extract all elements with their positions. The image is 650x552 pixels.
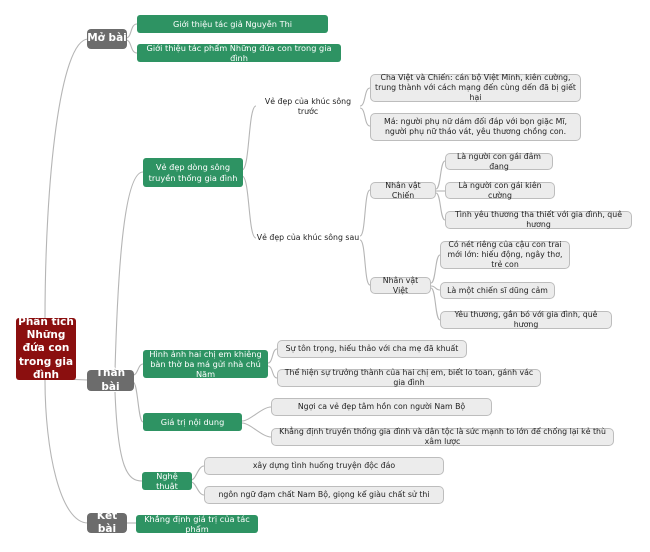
truoc-item-ma[interactable]: Má: người phụ nữ dám đối đáp với bọn giặ… bbox=[370, 113, 581, 141]
topic-dong-song[interactable]: Vẻ đẹp dòng sông truyền thống gia đình bbox=[143, 158, 243, 187]
chien-item-dam-dang[interactable]: Là người con gái đảm đang bbox=[445, 152, 553, 171]
nhan-vat-chien[interactable]: Nhân vật Chiến bbox=[370, 181, 436, 200]
topic-noi-dung[interactable]: Giá trị nội dung bbox=[143, 413, 242, 431]
nghe-thuat-item-ngon-ngu[interactable]: ngôn ngữ đạm chất Nam Bộ, giọng kể giàu … bbox=[204, 486, 444, 504]
section-than-bai[interactable]: Thân bài bbox=[87, 367, 134, 393]
noi-dung-item-ngoi-ca[interactable]: Ngợi ca vẻ đẹp tâm hồn con người Nam Bộ bbox=[271, 398, 492, 416]
section-mo-bai[interactable]: Mở bài bbox=[87, 29, 127, 49]
mo-bai-item-tac-pham[interactable]: Giới thiệu tác phẩm Những đứa con trong … bbox=[137, 43, 341, 63]
ket-bai-item-khang-dinh[interactable]: Khẳng định giá trị của tác phẩm bbox=[136, 514, 258, 534]
truoc-item-cha-chien[interactable]: Cha Việt và Chiến: cán bộ Việt Minh, kiê… bbox=[370, 73, 581, 102]
topic-nghe-thuat[interactable]: Nghệ thuật bbox=[142, 471, 192, 491]
chien-item-yeu-thuong[interactable]: Tình yêu thương tha thiết với gia đình, … bbox=[445, 210, 632, 229]
hinh-anh-item-ton-trong[interactable]: Sự tôn trọng, hiếu thảo với cha mẹ đã kh… bbox=[277, 340, 467, 358]
root-node[interactable]: Phân tích Những đứa con trong gia đình bbox=[16, 316, 76, 381]
nghe-thuat-item-tinh-huong[interactable]: xây dựng tình huống truyện độc đáo bbox=[204, 457, 444, 475]
viet-item-chien-si[interactable]: Là một chiến sĩ dũng cảm bbox=[440, 282, 555, 299]
viet-item-gan-bo[interactable]: Yêu thương, gắn bó với gia đình, quê hươ… bbox=[440, 310, 612, 329]
chien-item-kien-cuong[interactable]: Là người con gái kiên cường bbox=[445, 181, 555, 200]
khuc-song-truoc[interactable]: Vẻ đẹp của khúc sông trước bbox=[264, 97, 352, 116]
noi-dung-item-khang-dinh[interactable]: Khẳng định truyền thống gia đình và dân … bbox=[271, 427, 614, 446]
viet-item-net-rieng[interactable]: Có nét riêng của cậu con trai mới lớn: h… bbox=[440, 240, 570, 269]
topic-hinh-anh[interactable]: Hình ảnh hai chị em khiêng bàn thờ ba má… bbox=[143, 349, 268, 379]
section-ket-bai[interactable]: Kết bài bbox=[87, 510, 127, 535]
nhan-vat-viet[interactable]: Nhân vật Việt bbox=[370, 276, 431, 295]
khuc-song-sau[interactable]: Vẻ đẹp của khúc sông sau bbox=[256, 233, 360, 243]
mo-bai-item-tac-gia[interactable]: Giới thiệu tác giả Nguyễn Thi bbox=[137, 15, 328, 33]
hinh-anh-item-truong-thanh[interactable]: Thể hiện sự trưởng thành của hai chị em,… bbox=[277, 368, 541, 387]
